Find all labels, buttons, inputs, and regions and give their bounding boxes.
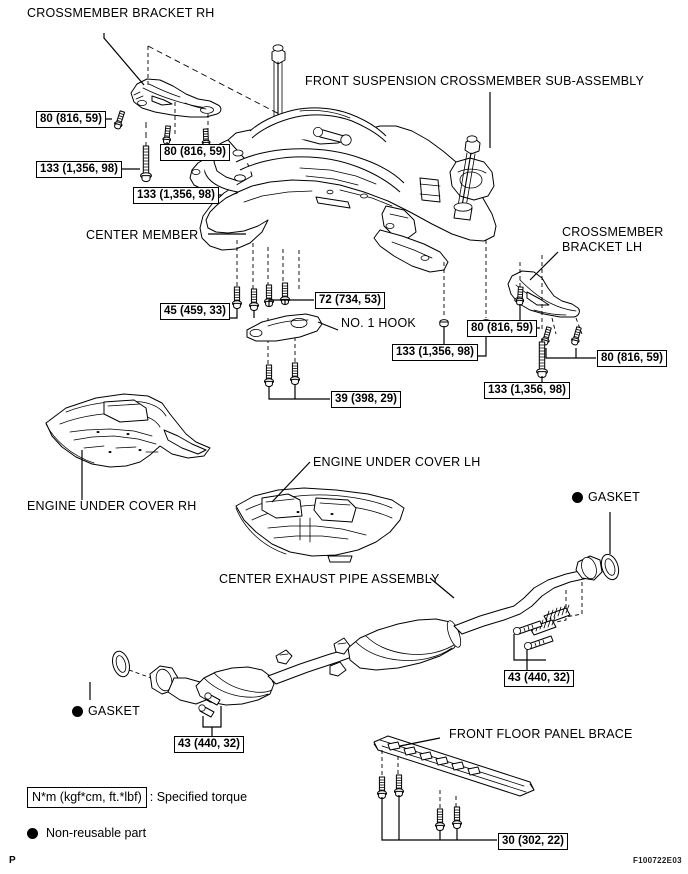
label-front-suspension-crossmember-sub-assembly: FRONT SUSPENSION CROSSMEMBER SUB-ASSEMBL… xyxy=(305,74,645,88)
gasket-right-part xyxy=(600,553,620,581)
torque-box-80-rh-lower: 80 (816, 59) xyxy=(160,144,231,161)
torque-box-45-center: 45 (459, 33) xyxy=(160,303,231,320)
label-engine-under-cover-lh: ENGINE UNDER COVER LH xyxy=(313,455,481,469)
label-gasket-left: GASKET xyxy=(72,704,140,718)
bolt-hook-low-2 xyxy=(289,362,301,385)
no1-hook-part xyxy=(246,313,323,342)
gasket-left-part xyxy=(112,650,130,678)
torque-box-80-lh-right: 80 (816, 59) xyxy=(597,350,668,367)
leader-t72-a xyxy=(268,299,314,306)
torque-box-43-exhaust-left: 43 (440, 32) xyxy=(174,736,245,753)
legend-torque-key: N*m (kgf*cm, ft.*lbf) xyxy=(27,787,147,808)
torque-box-39-hook: 39 (398, 29) xyxy=(331,391,402,408)
label-crossmember-bracket-rh: CROSSMEMBER BRACKET RH xyxy=(27,6,215,20)
bolt-brace-2 xyxy=(393,774,405,797)
torque-box-80-rh-upper: 80 (816, 59) xyxy=(36,111,107,128)
bolt-hook-low-1 xyxy=(263,364,275,387)
leader-front-floor-panel-brace xyxy=(399,737,441,747)
torque-box-72-hook: 72 (734, 53) xyxy=(315,292,386,309)
legend-specified-torque: N*m (kgf*cm, ft.*lbf): Specified torque xyxy=(27,787,247,808)
non-reusable-dot-icon xyxy=(27,828,38,840)
front-floor-panel-brace-part xyxy=(373,735,535,797)
bolt-brace-4 xyxy=(451,806,463,829)
crossmember-bracket-lh-part xyxy=(507,270,580,318)
non-reusable-dot-icon xyxy=(72,706,83,718)
legend-non-reusable-text: Non-reusable part xyxy=(46,826,147,841)
bolt-brace-3 xyxy=(434,808,446,831)
bolt-rh-long xyxy=(140,145,152,183)
label-center-member: CENTER MEMBER xyxy=(86,228,199,242)
bolt-lh-long xyxy=(536,341,548,379)
engine-under-cover-rh-part xyxy=(45,393,211,468)
leader-t39-a xyxy=(268,386,330,400)
leader-crossmember-bracket-rh xyxy=(103,33,145,86)
legend-non-reusable: Non-reusable part xyxy=(27,826,146,841)
leader-crossmember-bracket-lh xyxy=(529,251,559,281)
label-no1-hook: NO. 1 HOOK xyxy=(341,316,416,330)
bolt-center-1 xyxy=(231,286,243,309)
exhaust-bolt-left-1 xyxy=(198,704,215,718)
bolt-lh-right-2 xyxy=(569,325,584,347)
gasket-right-text: GASKET xyxy=(588,490,640,504)
torque-box-133-rh-left: 133 (1,356, 98) xyxy=(36,161,123,178)
label-crossmember-bracket-lh: CROSSMEMBER BRACKET LH xyxy=(562,225,664,254)
leader-t80-lh-right-a xyxy=(545,348,596,359)
torque-box-30-brace: 30 (302, 22) xyxy=(498,833,569,850)
leader-center-exhaust-pipe xyxy=(429,577,455,599)
engine-under-cover-lh-part xyxy=(235,487,405,563)
leader-no1-hook xyxy=(317,321,339,331)
figure-id: F100722E03 xyxy=(633,856,682,865)
leader-engine-under-cover-lh xyxy=(271,461,311,503)
torque-box-133-center: 133 (1,356, 98) xyxy=(392,344,479,361)
torque-box-133-rh-low: 133 (1,356, 98) xyxy=(133,187,220,204)
center-exhaust-pipe-assembly-part xyxy=(149,555,603,706)
page-mark: P xyxy=(9,855,16,866)
exhaust-bolt-2 xyxy=(524,635,554,651)
leader-t43-right-a xyxy=(513,634,546,661)
legend-torque-text: : Specified torque xyxy=(149,790,248,804)
bolt-rh-mid xyxy=(161,125,173,145)
torque-box-80-lh-upper: 80 (816, 59) xyxy=(467,320,538,337)
nut-center-133 xyxy=(439,319,449,328)
label-gasket-right: GASKET xyxy=(572,490,640,504)
exhaust-bolt-1 xyxy=(513,620,543,636)
label-center-exhaust-pipe-assembly: CENTER EXHAUST PIPE ASSEMBLY xyxy=(219,572,440,586)
gasket-left-text: GASKET xyxy=(88,704,140,718)
bolt-center-2 xyxy=(248,288,260,311)
bolt-rh-upper-left xyxy=(112,109,127,131)
exhaust-bolt-left-2 xyxy=(204,692,221,706)
non-reusable-dot-icon xyxy=(572,492,583,504)
torque-box-43-exhaust-right: 43 (440, 32) xyxy=(504,670,575,687)
label-front-floor-panel-brace: FRONT FLOOR PANEL BRACE xyxy=(449,727,633,741)
leader-t30-a xyxy=(381,797,497,841)
crossmember-bracket-rh-part xyxy=(130,78,222,118)
label-engine-under-cover-rh: ENGINE UNDER COVER RH xyxy=(27,499,197,513)
bolt-brace-1 xyxy=(376,776,388,799)
torque-box-133-lh-low: 133 (1,356, 98) xyxy=(484,382,571,399)
